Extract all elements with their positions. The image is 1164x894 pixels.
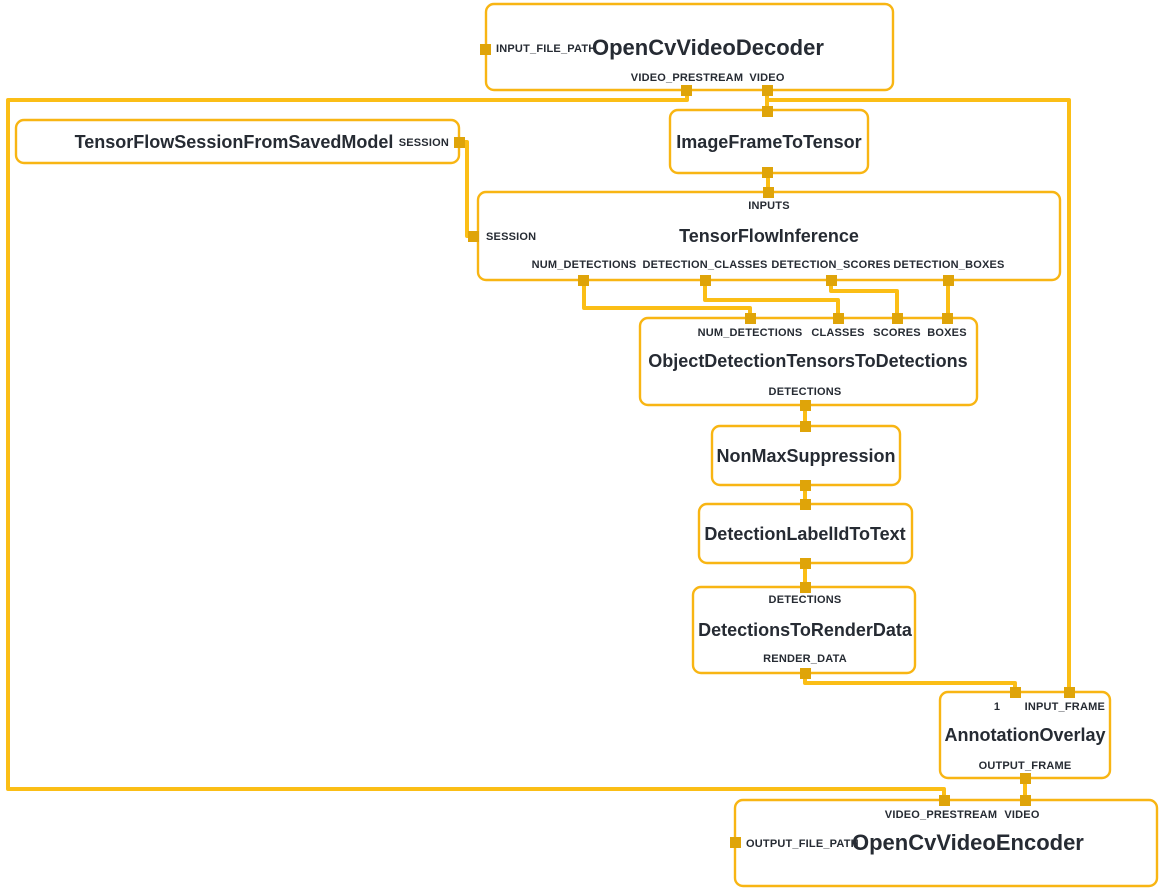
port-decoder-video — [762, 85, 773, 96]
label-inference-detection-classes: DETECTION_CLASSES — [642, 259, 767, 271]
port-odttd-scores — [892, 313, 903, 324]
port-inference-num-detections — [578, 275, 589, 286]
label-renderdata-render-data: RENDER_DATA — [763, 653, 847, 665]
edge-detection-classes — [703, 280, 840, 318]
port-labelid-in — [800, 499, 811, 510]
port-encoder-video — [1020, 795, 1031, 806]
port-renderdata-render-data — [800, 668, 811, 679]
port-inference-detection-scores — [826, 275, 837, 286]
port-imageframe-out — [762, 167, 773, 178]
label-encoder-video: VIDEO — [1004, 809, 1039, 821]
edge-render-data — [803, 673, 1017, 692]
title-object-detection-tensors-to-detections: ObjectDetectionTensorsToDetections — [648, 351, 967, 371]
port-annotation-input-frame — [1064, 687, 1075, 698]
port-annotation-render-data — [1010, 687, 1021, 698]
port-labelid-out — [800, 558, 811, 569]
port-odttd-num-detections — [745, 313, 756, 324]
title-annotation-overlay: AnnotationOverlay — [944, 725, 1105, 745]
port-nms-out — [800, 480, 811, 491]
title-tensorflow-inference: TensorFlowInference — [679, 226, 859, 246]
port-decoder-video-prestream — [681, 85, 692, 96]
port-encoder-video-prestream — [939, 795, 950, 806]
label-odttd-num-detections: NUM_DETECTIONS — [698, 327, 803, 339]
port-annotation-output-frame — [1020, 773, 1031, 784]
edge-video-to-annotation-input-frame — [767, 98, 1071, 692]
title-opencv-video-encoder: OpenCvVideoEncoder — [852, 830, 1084, 855]
title-image-frame-to-tensor: ImageFrameToTensor — [676, 132, 861, 152]
title-detections-to-render-data: DetectionsToRenderData — [698, 620, 913, 640]
port-encoder-output-file-path — [730, 837, 741, 848]
label-decoder-input-file-path: INPUT_FILE_PATH — [496, 43, 596, 55]
port-imageframe-in — [762, 106, 773, 117]
title-opencv-video-decoder: OpenCvVideoDecoder — [592, 35, 824, 60]
port-renderdata-detections — [800, 582, 811, 593]
port-inference-inputs — [763, 187, 774, 198]
port-inference-session — [468, 231, 479, 242]
label-renderdata-detections: DETECTIONS — [769, 594, 842, 606]
edge-video-prestream-loop — [6, 90, 946, 800]
label-inference-detection-boxes: DETECTION_BOXES — [893, 259, 1004, 271]
title-detection-label-id-to-text: DetectionLabelIdToText — [704, 524, 905, 544]
label-odttd-scores: SCORES — [873, 327, 921, 339]
label-annotation-render-data: 1 — [994, 701, 1000, 713]
label-inference-inputs: INPUTS — [748, 200, 790, 212]
label-session-model-session: SESSION — [399, 137, 449, 149]
label-odttd-detections: DETECTIONS — [769, 386, 842, 398]
label-encoder-video-prestream: VIDEO_PRESTREAM — [885, 809, 997, 821]
port-inference-detection-boxes — [943, 275, 954, 286]
title-tensorflow-session-from-saved-model: TensorFlowSessionFromSavedModel — [75, 132, 394, 152]
label-decoder-video-prestream: VIDEO_PRESTREAM — [631, 72, 743, 84]
port-session-model-session — [454, 137, 465, 148]
title-non-max-suppression: NonMaxSuppression — [716, 446, 895, 466]
label-encoder-output-file-path: OUTPUT_FILE_PATH — [746, 838, 859, 850]
edge-session — [459, 140, 473, 238]
label-inference-num-detections: NUM_DETECTIONS — [532, 259, 637, 271]
port-inference-detection-classes — [700, 275, 711, 286]
label-inference-detection-scores: DETECTION_SCORES — [771, 259, 890, 271]
label-decoder-video: VIDEO — [749, 72, 784, 84]
label-odttd-boxes: BOXES — [927, 327, 967, 339]
label-odttd-classes: CLASSES — [811, 327, 864, 339]
port-odttd-classes — [833, 313, 844, 324]
port-decoder-input-file-path — [480, 44, 491, 55]
edge-detection-scores — [829, 280, 899, 318]
port-nms-in — [800, 421, 811, 432]
port-odttd-boxes — [942, 313, 953, 324]
label-annotation-input-frame: INPUT_FRAME — [1025, 701, 1105, 713]
label-inference-session: SESSION — [486, 231, 536, 243]
label-annotation-output-frame: OUTPUT_FRAME — [979, 760, 1072, 772]
port-odttd-detections — [800, 400, 811, 411]
